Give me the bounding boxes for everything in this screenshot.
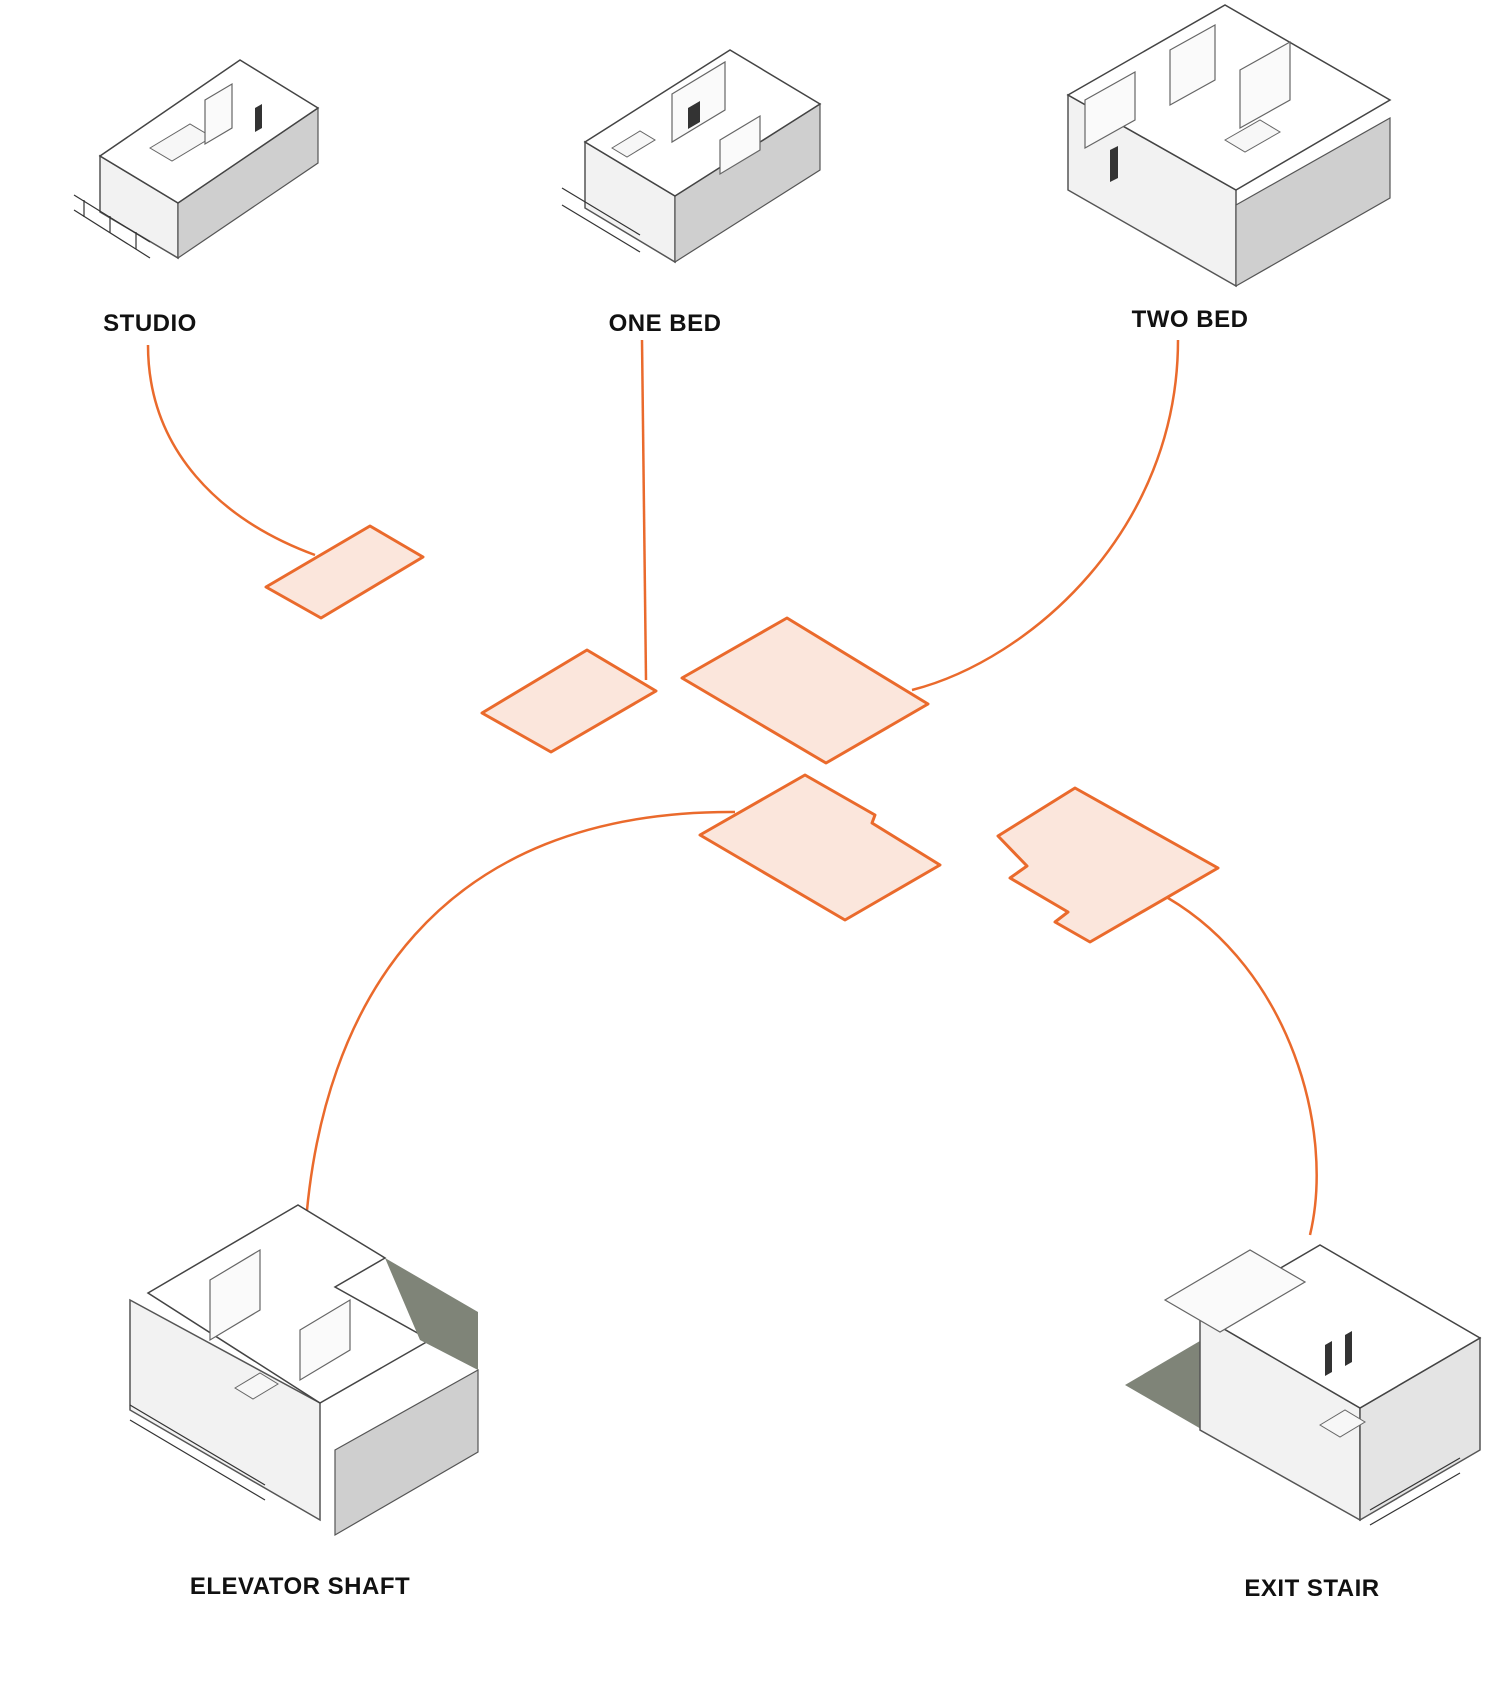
- studio-connector: [146, 344, 316, 557]
- one-bed-model: [561, 49, 822, 264]
- one-bed-connector: [640, 339, 648, 681]
- exit-stair-connector: [1167, 896, 1318, 1236]
- elevator-shaft-label: ELEVATOR SHAFT: [189, 1573, 411, 1600]
- elevator-shaft-footprint: [698, 773, 942, 922]
- elevator-shaft-connector: [303, 810, 736, 1236]
- studio-model: [73, 59, 320, 260]
- studio-label: STUDIO: [103, 310, 197, 337]
- two-bed-footprint: [680, 616, 930, 765]
- one-bed-footprint: [480, 648, 658, 754]
- elevator-shaft-model: [129, 1204, 479, 1537]
- two-bed-connector: [911, 339, 1180, 692]
- two-bed-label: TWO BED: [1131, 306, 1249, 333]
- studio-footprint: [264, 524, 425, 620]
- exit-stair-label: EXIT STAIR: [1244, 1575, 1380, 1602]
- two-bed-model: [1066, 4, 1392, 288]
- exit-stair-footprint: [996, 786, 1220, 944]
- exit-stair-model: [1125, 1244, 1482, 1526]
- one-bed-label: ONE BED: [608, 310, 722, 337]
